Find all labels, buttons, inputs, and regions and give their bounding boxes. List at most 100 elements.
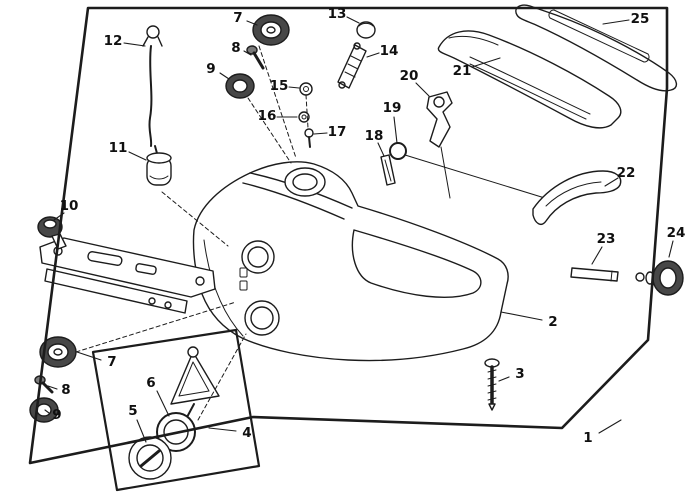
front-cap-upper (241, 240, 275, 274)
guide-dash-3 (161, 191, 229, 247)
ring-inner (163, 419, 189, 445)
callout-label-10-9: 10 (60, 198, 79, 214)
plate-slot-long (87, 251, 123, 266)
damper-hook-top (353, 42, 361, 50)
fuel-symbol-mark (239, 267, 248, 278)
callout-leader-13-12 (346, 16, 360, 24)
callout-leader-24-23 (668, 240, 674, 258)
callout-label-2-1: 2 (548, 314, 557, 330)
callout-leader-19-18 (393, 116, 398, 144)
handle-grip-end-left (548, 9, 555, 19)
screw-tip (488, 403, 496, 411)
callout-label-8-7: 8 (231, 40, 240, 56)
handle-grip-end-right (643, 53, 650, 63)
knob-cap-highlight (43, 219, 57, 229)
callout-label-21-20: 21 (453, 63, 472, 79)
callout-label-1-0: 1 (583, 430, 592, 446)
part-13-cylinder (356, 21, 376, 39)
rod-washer (635, 272, 645, 282)
plate-hole-right (195, 276, 205, 286)
assembly-guide-lines (75, 45, 309, 421)
screw-thread-3 (487, 383, 497, 387)
rod-end-cap (610, 270, 613, 282)
cylinder-body (356, 21, 376, 39)
handle-grip-top (553, 9, 649, 55)
washer-inner (301, 114, 307, 120)
cap-inner (136, 444, 164, 472)
oil-symbol-mark (239, 280, 248, 291)
callout-leader-5-4 (136, 419, 147, 443)
guide-dash-6 (305, 94, 309, 129)
bracket-triangle-outer (170, 351, 220, 405)
guard-outline (437, 30, 622, 129)
clip-prong-right (157, 36, 163, 47)
rail-hole-b (164, 301, 172, 309)
cap-slot (139, 449, 161, 468)
grommet-inner (260, 21, 282, 39)
grommet-inner (232, 79, 248, 93)
rail-hole-a (148, 297, 156, 305)
grommet-inner (47, 343, 69, 361)
callout-label-18-17: 18 (365, 128, 384, 144)
part-19-ring-and-rod (389, 142, 549, 200)
callout-leader-4-3 (208, 427, 237, 432)
fuel-line-tube (148, 45, 153, 147)
callout-leader-12-11 (123, 42, 146, 47)
grommet-inner (36, 403, 52, 417)
chassis-plate (39, 237, 216, 314)
callout-leader-18-17 (377, 142, 385, 157)
part-25-top-handle (515, 4, 678, 92)
bracket-inner-line (545, 181, 602, 207)
callout-leader-6-5 (156, 390, 170, 417)
callout-label-11-10: 11 (109, 140, 128, 156)
screw-thread-5 (487, 397, 497, 401)
plate-outline (39, 237, 216, 298)
callout-leader-20-19 (415, 82, 430, 97)
callout-label-9-27: 9 (52, 407, 61, 423)
handle-outline (515, 4, 678, 92)
part-23-rod (570, 267, 645, 282)
part-5-tank-cap (128, 436, 172, 480)
part-11-fuel-filter (146, 145, 172, 186)
callout-label-24-23: 24 (667, 225, 686, 241)
callout-leader-23-22 (591, 246, 603, 265)
cylinder-top-arc (358, 22, 374, 27)
part-18-pin (380, 154, 396, 186)
callout-leader-8-26 (47, 385, 58, 390)
callout-leader-7-25 (76, 351, 102, 361)
guide-dash-1 (258, 45, 297, 159)
guide-dash-4 (75, 301, 237, 353)
callout-leader-17-16 (313, 132, 328, 135)
part-8-screw-bottom (34, 375, 54, 394)
callout-leader-25-24 (602, 19, 630, 25)
callout-label-6-5: 6 (146, 375, 155, 391)
part-15-clamp (299, 82, 313, 96)
part-20-trigger (426, 91, 453, 199)
screw-shaft (252, 51, 265, 70)
callout-label-12-11: 12 (104, 33, 123, 49)
screw-thread-1 (487, 369, 497, 373)
callout-leader-2-1 (500, 311, 543, 321)
handle-grip-bottom (549, 17, 645, 63)
rod-body (570, 267, 619, 282)
callout-leader-8-7 (243, 50, 252, 56)
part-16-washer (298, 111, 310, 123)
highlight-box (91, 328, 261, 492)
part-9-grommet-top (225, 73, 255, 99)
fuel-cap-top (284, 167, 326, 197)
callout-label-25-24: 25 (631, 11, 650, 27)
guide-dash-2 (247, 97, 292, 164)
tank-outline (192, 161, 509, 362)
callout-leader-15-14 (288, 86, 300, 89)
front-cap-lower-inner (250, 306, 274, 330)
part-8-screw-top (246, 45, 265, 70)
linkage-ring (389, 142, 407, 160)
part-17-screw-small (304, 128, 314, 148)
tank-top-inner-line (242, 182, 345, 220)
callout-leader-1-0 (598, 419, 622, 434)
part-4-retainer-bracket (170, 346, 220, 420)
part-22-bracket (532, 170, 622, 225)
